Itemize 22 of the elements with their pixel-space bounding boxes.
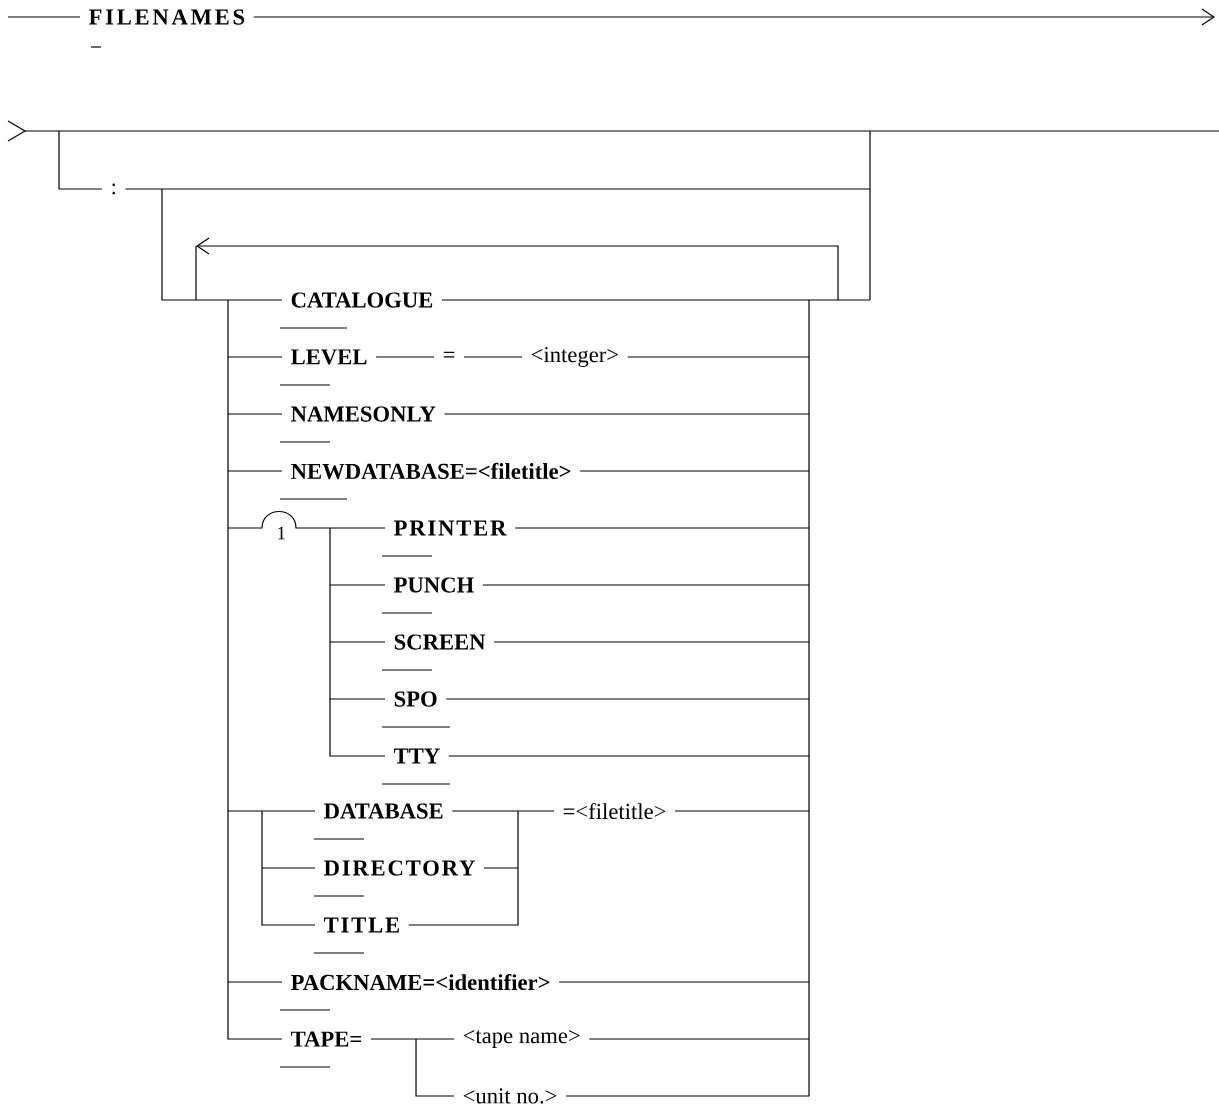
keyword-text: TAPE= [290,1031,362,1047]
keyword-text: PACKNAME=<identifier> [291,973,550,991]
keyword-text: DIRECTORY [324,860,475,876]
punctuation-mark: : [112,183,116,195]
keyword-text: FILENAMES [89,9,245,25]
parameter-text: <unit no.> [463,1088,557,1104]
keyword-text: SCREEN [394,634,486,650]
keyword-text: PRINTER [394,520,507,536]
parameter-text: <tape name> [463,1030,580,1048]
keyword-text: TTY [393,748,440,764]
keyword-text: NEWDATABASE=<filetitle> [291,462,571,480]
keyword-text: DATABASE [324,803,443,819]
parameter-text: <integer> [531,347,619,367]
punctuation-mark: = [443,351,455,358]
footnote-number: 1 [278,526,285,540]
keyword-text: PUNCH [394,577,474,593]
keyword-text: NAMESONLY [291,406,436,422]
parameter-text: =<filetitle> [563,802,666,820]
keyword-text: CATALOGUE [291,292,433,308]
keyword-text: TITLE [323,917,399,933]
keyword-text: SPO [394,691,437,707]
keyword-text: LEVEL [291,349,367,365]
